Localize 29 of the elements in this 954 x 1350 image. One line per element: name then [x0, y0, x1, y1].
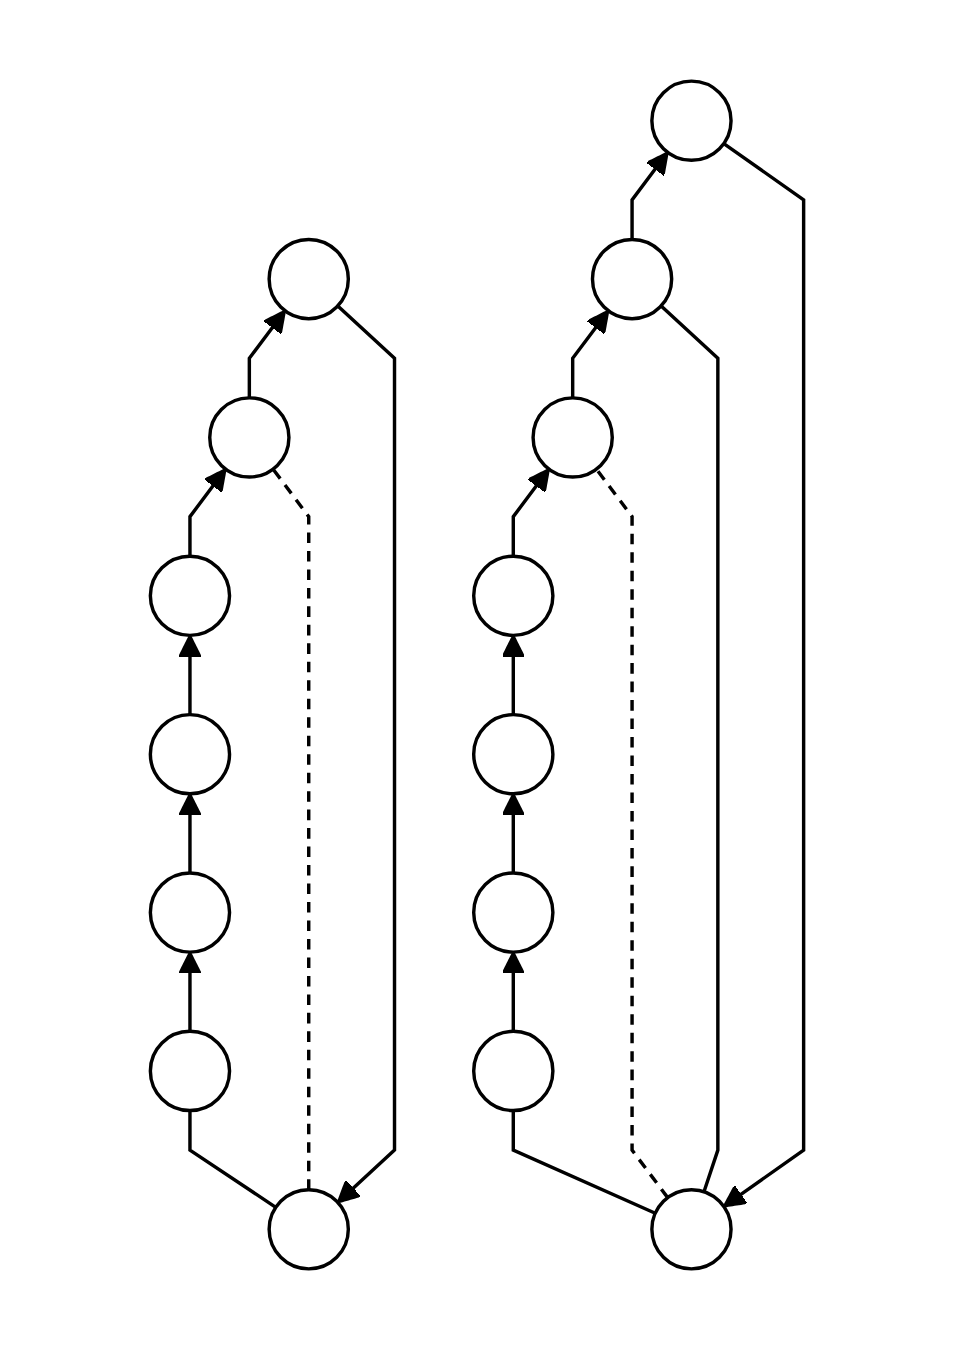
arrow [511, 468, 550, 557]
node-circle [148, 712, 232, 796]
arrow [336, 304, 397, 1204]
node-circle [650, 1188, 733, 1271]
node-circle [472, 871, 555, 954]
node-circle [148, 554, 232, 638]
node-circle [208, 396, 291, 479]
arrow [188, 468, 227, 557]
arrow [501, 951, 525, 1032]
node-circle [267, 237, 351, 321]
node-circle [148, 871, 232, 954]
connector [271, 468, 311, 1190]
node-circle [531, 396, 614, 479]
node-circle [267, 1188, 351, 1271]
connector [660, 304, 720, 1193]
node-circle [650, 79, 733, 162]
node-circle [472, 1029, 555, 1113]
arrow [630, 151, 669, 240]
connector [511, 1110, 656, 1215]
arrow [570, 309, 610, 398]
connector [188, 1110, 277, 1209]
node-circle [472, 554, 555, 638]
arrow [178, 951, 202, 1032]
node-circle [148, 1029, 232, 1113]
node-circle [472, 712, 555, 796]
connector [595, 468, 670, 1199]
arrow [722, 142, 806, 1208]
node-circle [590, 237, 674, 321]
arrow [247, 309, 287, 398]
